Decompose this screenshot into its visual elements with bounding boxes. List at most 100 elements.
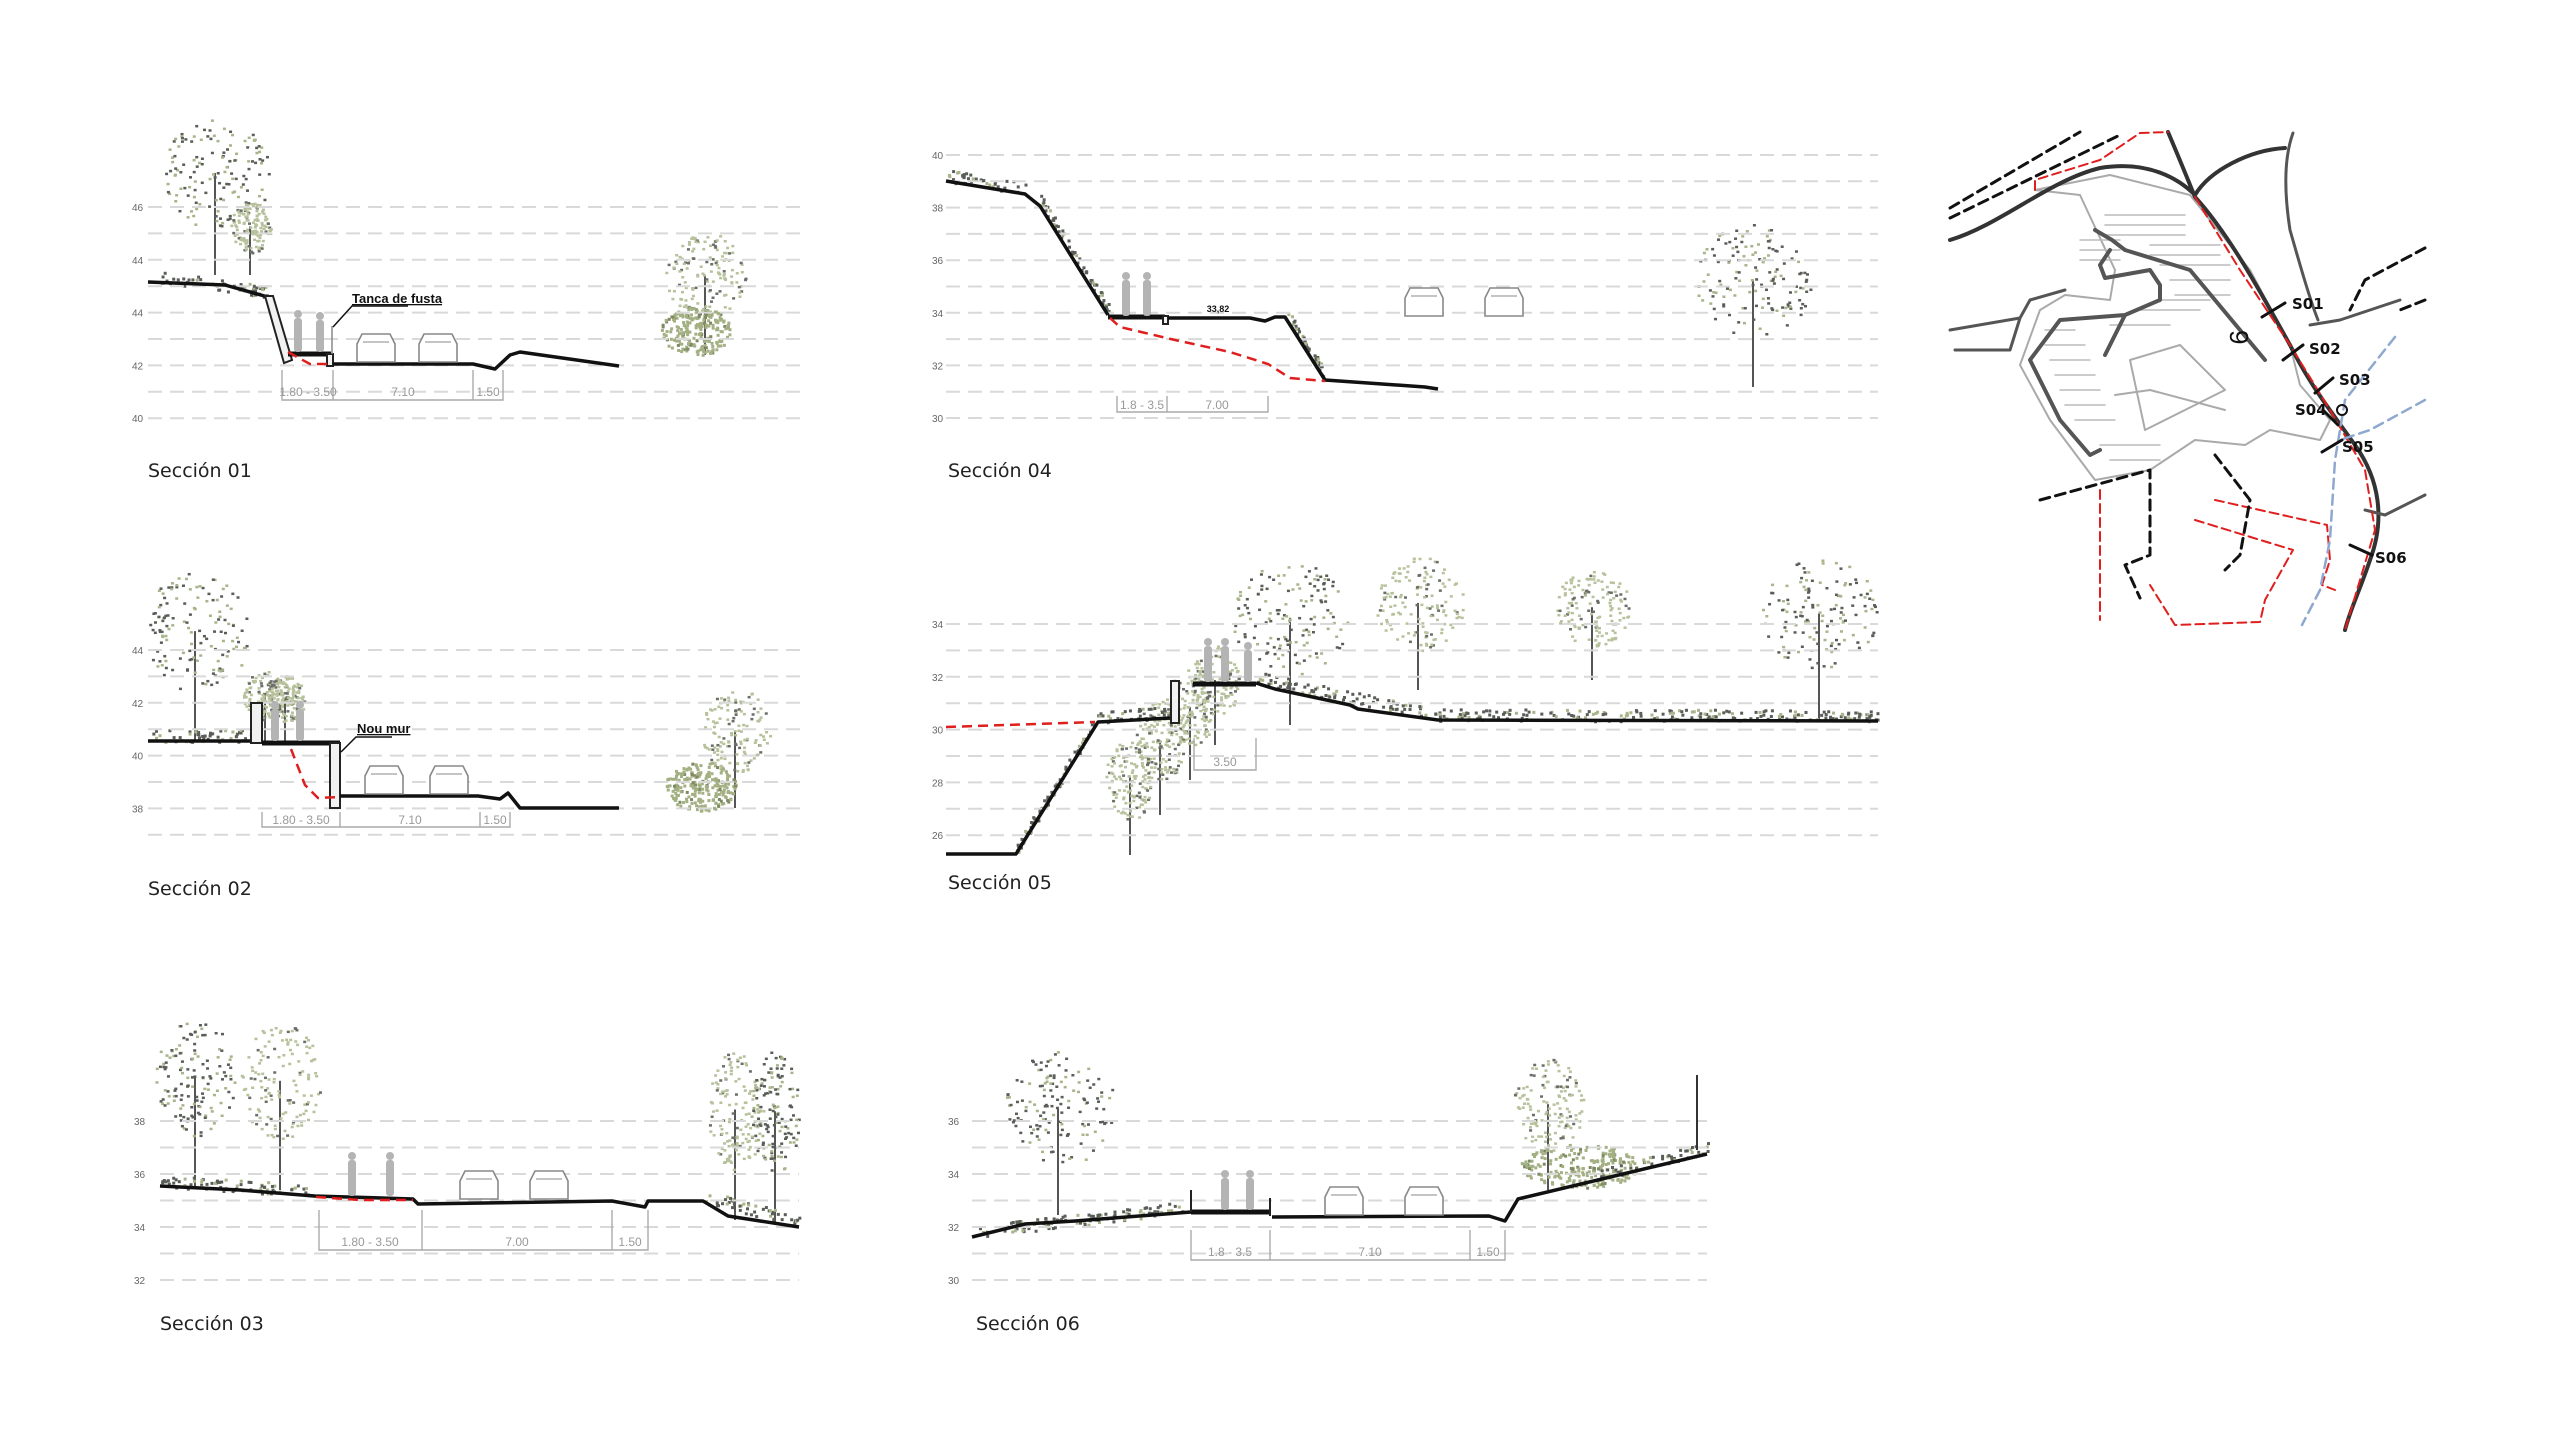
leaf: [1324, 594, 1328, 598]
bush-leaf: [662, 332, 666, 336]
leaf: [286, 1030, 290, 1034]
shrub-leaf: [1104, 1212, 1108, 1216]
bush-leaf: [682, 767, 686, 771]
leaf: [219, 197, 223, 201]
shrub-leaf: [260, 1184, 264, 1188]
leaf: [281, 1064, 285, 1068]
leaf: [296, 1043, 300, 1047]
car-body: [529, 1170, 569, 1200]
leaf: [171, 617, 175, 620]
leaf: [1763, 257, 1767, 260]
leaf: [746, 764, 750, 768]
leaf: [1179, 727, 1183, 730]
leaf: [1168, 745, 1172, 749]
shrub-leaf: [1105, 303, 1109, 307]
bush-leaf: [1564, 1154, 1568, 1158]
leaf: [1569, 1126, 1573, 1130]
leaf: [1295, 661, 1299, 665]
leaf: [1141, 780, 1145, 783]
person-body: [1246, 1178, 1254, 1210]
shrub-leaf: [991, 185, 995, 189]
shrub-leaf: [1073, 750, 1077, 754]
leaf: [1581, 588, 1585, 592]
leaf: [702, 274, 706, 277]
leaf: [1115, 748, 1119, 751]
leaf: [1558, 1095, 1562, 1098]
shrub-leaf: [1303, 685, 1307, 689]
leaf: [1714, 291, 1718, 295]
leaf: [1393, 604, 1397, 607]
leaf: [1811, 603, 1815, 607]
leaf: [228, 217, 232, 221]
leaf: [189, 631, 193, 634]
leaf: [278, 1031, 282, 1034]
leaf: [766, 1130, 770, 1134]
leaf: [733, 742, 737, 746]
bush-leaf: [679, 804, 683, 808]
leaf: [727, 1053, 731, 1057]
leaf: [756, 719, 760, 723]
shrub-leaf: [1714, 715, 1718, 719]
bush-leaf: [685, 790, 689, 794]
ground-profile: [946, 716, 1171, 856]
leaf: [281, 697, 285, 700]
leaf: [1209, 711, 1213, 715]
leaf: [1606, 592, 1610, 596]
leaf: [1204, 707, 1208, 711]
leaf: [182, 1127, 186, 1130]
bush-leaf: [728, 333, 732, 337]
leaf: [722, 294, 726, 297]
leaf: [1818, 611, 1822, 614]
leaf: [171, 624, 175, 627]
leaf: [1147, 798, 1151, 801]
leaf: [775, 1121, 779, 1125]
shrub-leaf: [1304, 343, 1308, 347]
shrub-leaf: [1320, 362, 1324, 366]
bush-leaf: [685, 320, 689, 324]
leaf: [1597, 631, 1601, 634]
person: [348, 1152, 356, 1196]
leaf: [1796, 650, 1800, 654]
dimension-line: [261, 812, 511, 828]
leaf: [1035, 1135, 1039, 1138]
leaf: [1384, 595, 1388, 599]
leaf: [1597, 627, 1601, 630]
shrub-leaf: [1282, 682, 1286, 686]
leaf: [274, 686, 278, 689]
leaf: [1869, 589, 1873, 592]
leaf: [161, 1098, 165, 1101]
leaf: [1245, 597, 1249, 601]
leaf: [735, 281, 739, 284]
dimension-label: 1.50: [483, 813, 507, 827]
leaf: [1794, 290, 1798, 294]
leaf: [783, 1137, 787, 1141]
bush-leaf: [661, 325, 665, 329]
leaf: [1568, 1115, 1572, 1118]
leaf: [1227, 670, 1231, 674]
leaf: [287, 687, 291, 690]
shrub-leaf: [163, 271, 167, 275]
leaf: [1168, 752, 1172, 756]
shrub-leaf: [1021, 1229, 1025, 1233]
shrub-leaf: [1089, 1214, 1093, 1218]
leaf: [784, 1155, 788, 1159]
shrub-leaf: [1109, 717, 1113, 721]
leaf: [1532, 1074, 1536, 1077]
leaf: [1579, 1099, 1583, 1102]
shrub-leaf: [1149, 707, 1153, 711]
leaf: [1199, 741, 1203, 744]
leaf: [1567, 1066, 1571, 1070]
leaf: [218, 615, 222, 619]
leaf: [770, 1051, 774, 1055]
leaf: [1272, 578, 1276, 582]
leaf: [199, 1134, 203, 1138]
leaf: [1769, 279, 1773, 283]
leaf: [754, 1083, 758, 1087]
leaf: [1195, 666, 1199, 670]
leaf: [750, 1115, 754, 1118]
sapling-tree: [708, 1052, 766, 1220]
leaf: [730, 281, 734, 285]
shrub-leaf: [1616, 1171, 1620, 1175]
bush-leaf: [1530, 1159, 1534, 1163]
bush-leaf: [707, 770, 711, 774]
